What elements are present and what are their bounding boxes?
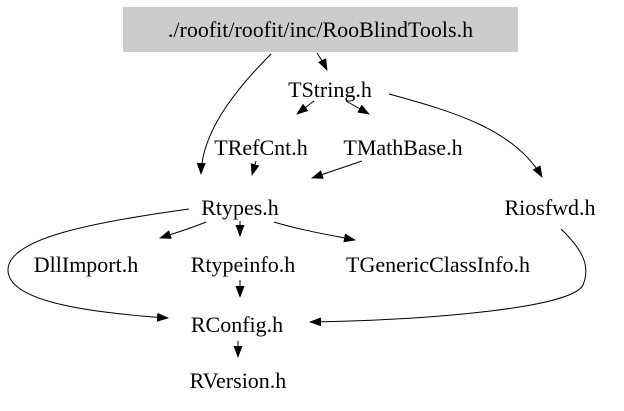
node-tmathbase[interactable]: TMathBase.h	[343, 135, 463, 160]
node-rversion[interactable]: RVersion.h	[189, 368, 287, 393]
node-riosfwd[interactable]: Riosfwd.h	[504, 195, 596, 220]
node-rooblindtools: ./roofit/roofit/inc/RooBlindTools.h	[123, 7, 518, 52]
edge-rtypes-tgenericclassinfo	[273, 221, 356, 243]
node-tgenericclassinfo[interactable]: TGenericClassInfo.h	[346, 252, 530, 277]
edge-rooblindtools-tstring	[316, 52, 328, 71]
node-rconfig[interactable]: RConfig.h	[190, 312, 284, 337]
edge-tmathbase-rtypes	[311, 160, 363, 179]
node-trefcnt[interactable]: TRefCnt.h	[214, 135, 308, 160]
edge-rtypes-rconfig	[7, 208, 190, 322]
node-rtypes[interactable]: Rtypes.h	[201, 195, 279, 220]
node-dllimport[interactable]: DllImport.h	[33, 252, 139, 277]
edge-tstring-tmathbase	[345, 100, 370, 115]
edge-riosfwd-rconfig	[309, 228, 587, 327]
edge-trefcnt-rtypes	[250, 160, 260, 176]
edge-rtypes-dllimport	[159, 221, 207, 239]
edge-rooblindtools-rtypes	[196, 53, 272, 175]
node-tstring[interactable]: TString.h	[288, 77, 372, 102]
edge-tstring-trefcnt	[296, 100, 315, 115]
node-rtypeinfo[interactable]: Rtypeinfo.h	[190, 252, 296, 277]
edge-tstring-riosfwd	[388, 93, 543, 178]
